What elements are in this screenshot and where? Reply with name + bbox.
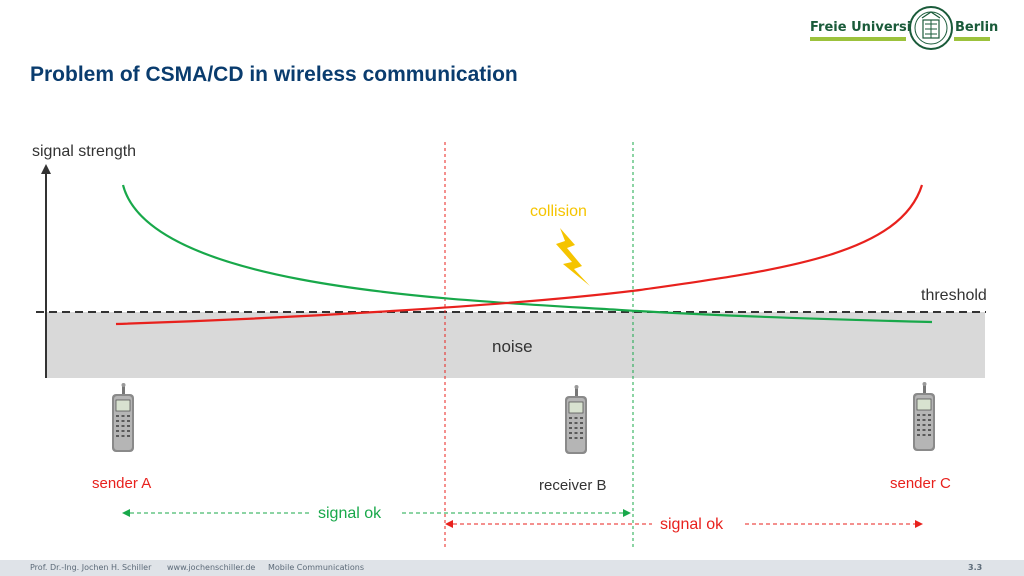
y-axis-label: signal strength <box>32 143 137 160</box>
logo-text-right: Berlin <box>955 20 999 35</box>
footer-course: Mobile Communications <box>268 563 365 572</box>
seal-icon <box>909 6 953 50</box>
collision-label: collision <box>530 203 587 220</box>
logo-text-left: Freie Universität <box>810 20 933 35</box>
logo-bar-left <box>810 37 906 41</box>
noise-label: noise <box>492 337 533 356</box>
device-label-receiver-b: receiver B <box>539 477 607 494</box>
phone-receiver-b-icon <box>564 384 588 455</box>
footer-bar: Prof. Dr.-Ing. Jochen H. Schiller www.jo… <box>0 560 1024 576</box>
page-title: Problem of CSMA/CD in wireless communica… <box>30 63 518 86</box>
university-logo: Freie Universität Berlin <box>808 4 998 52</box>
signal-curve-a <box>121 184 933 324</box>
y-axis-arrowhead <box>41 164 51 174</box>
noise-band <box>46 312 985 378</box>
footer-website[interactable]: www.jochenschiller.de <box>167 563 256 572</box>
device-label-sender-c: sender C <box>890 475 951 492</box>
signal-curve-c <box>115 184 924 326</box>
page-number: 3.3 <box>968 563 983 572</box>
phone-sender-a-icon <box>111 382 135 453</box>
signal-ok-label-c: signal ok <box>660 516 724 533</box>
signal-ok-label-a: signal ok <box>318 505 382 522</box>
footer-author: Prof. Dr.-Ing. Jochen H. Schiller <box>30 563 152 572</box>
device-label-sender-a: sender A <box>92 475 152 492</box>
phone-sender-c-icon <box>912 381 936 452</box>
threshold-label: threshold <box>921 287 987 304</box>
logo-bar-right <box>954 37 990 41</box>
collision-lightning-icon <box>556 228 590 286</box>
